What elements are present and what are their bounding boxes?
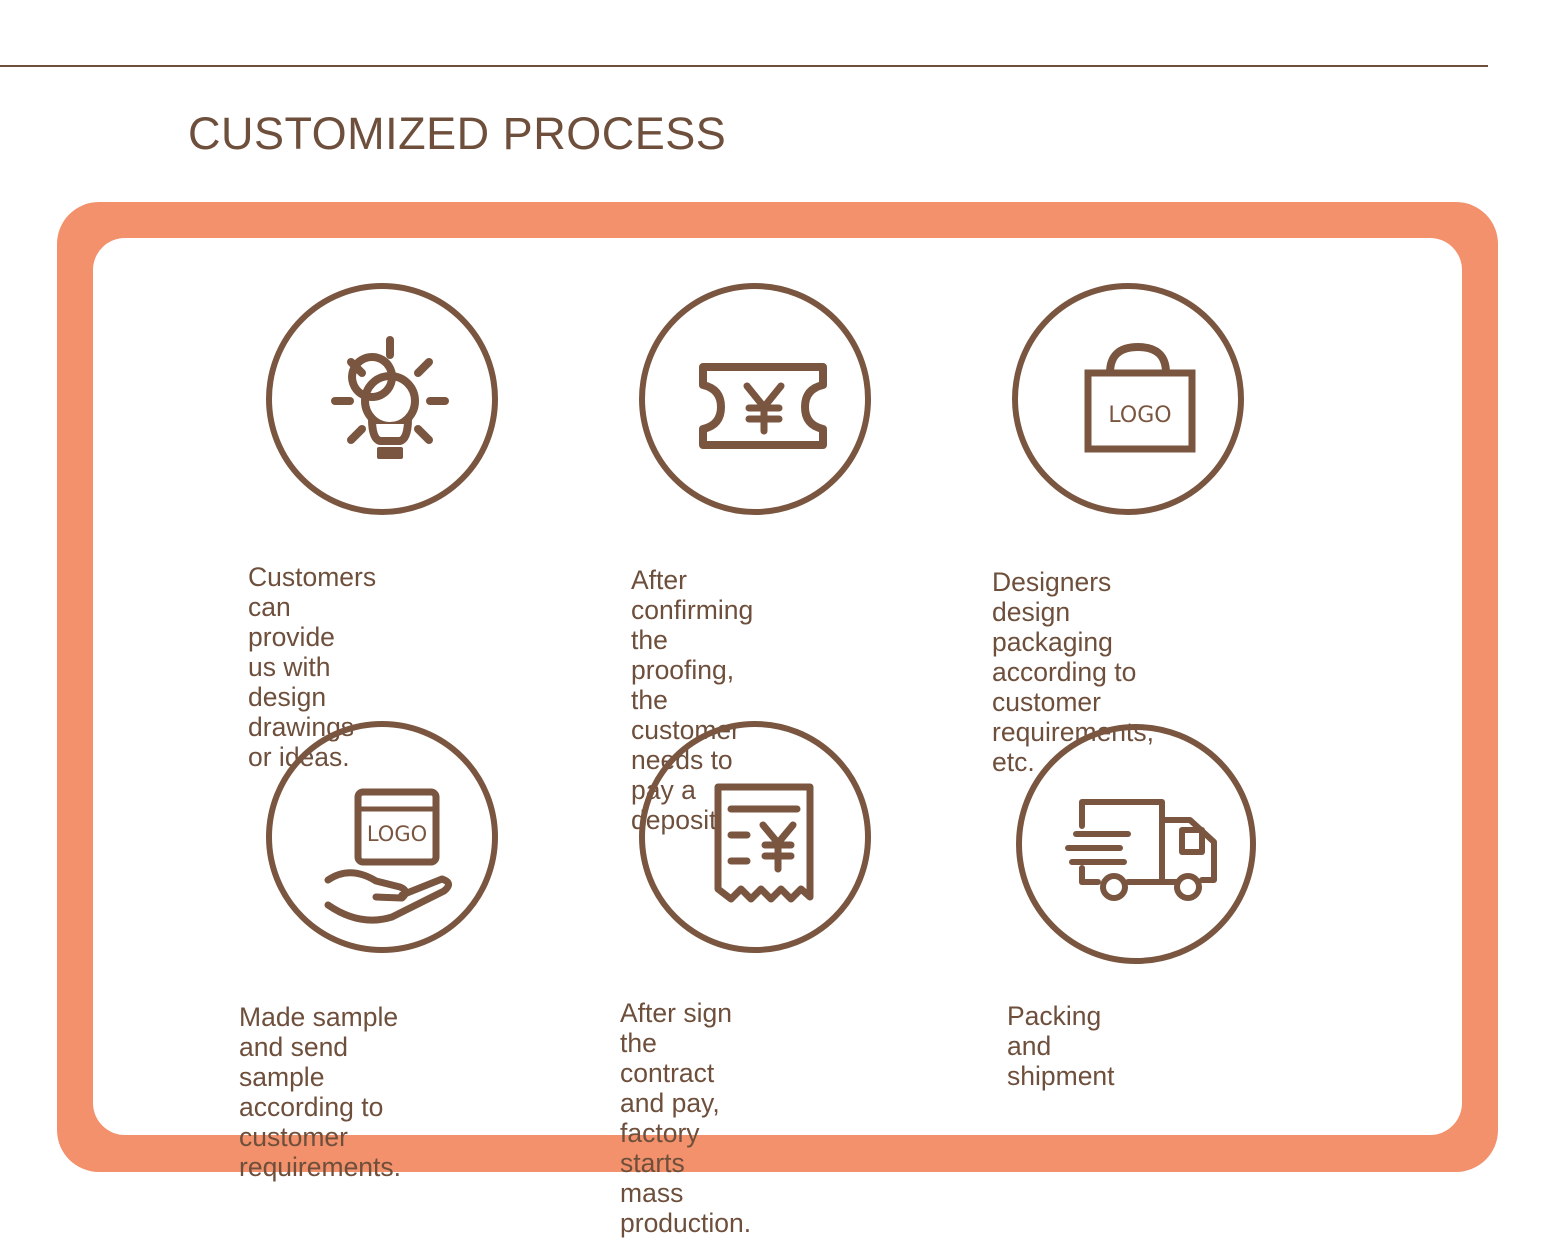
- logo-text: LOGO: [1108, 403, 1171, 428]
- lightbulb-icon: [331, 336, 449, 459]
- step-description: Packing and shipment: [1007, 1001, 1115, 1091]
- hand-logo-box-icon: LOGO: [324, 788, 452, 924]
- step-4-circle: LOGO: [266, 721, 498, 953]
- step-3-circle: LOGO: [1012, 283, 1244, 515]
- step-5-circle: [639, 721, 871, 953]
- step-description: After sign the contract and pay, factory…: [620, 998, 752, 1238]
- logo-bag-icon: LOGO: [1084, 342, 1196, 453]
- page-title: CUSTOMIZED PROCESS: [188, 108, 727, 159]
- step-6-circle: [1016, 724, 1256, 964]
- step-2-circle: [639, 283, 871, 515]
- yuan-ticket-icon: [699, 363, 827, 449]
- step-description: Made sample and send sample according to…: [239, 1002, 402, 1182]
- yuan-receipt-icon: [714, 783, 814, 903]
- delivery-truck-icon: [1065, 799, 1217, 901]
- top-divider: [0, 65, 1488, 67]
- logo-text: LOGO: [367, 822, 427, 846]
- step-1-circle: [266, 283, 498, 515]
